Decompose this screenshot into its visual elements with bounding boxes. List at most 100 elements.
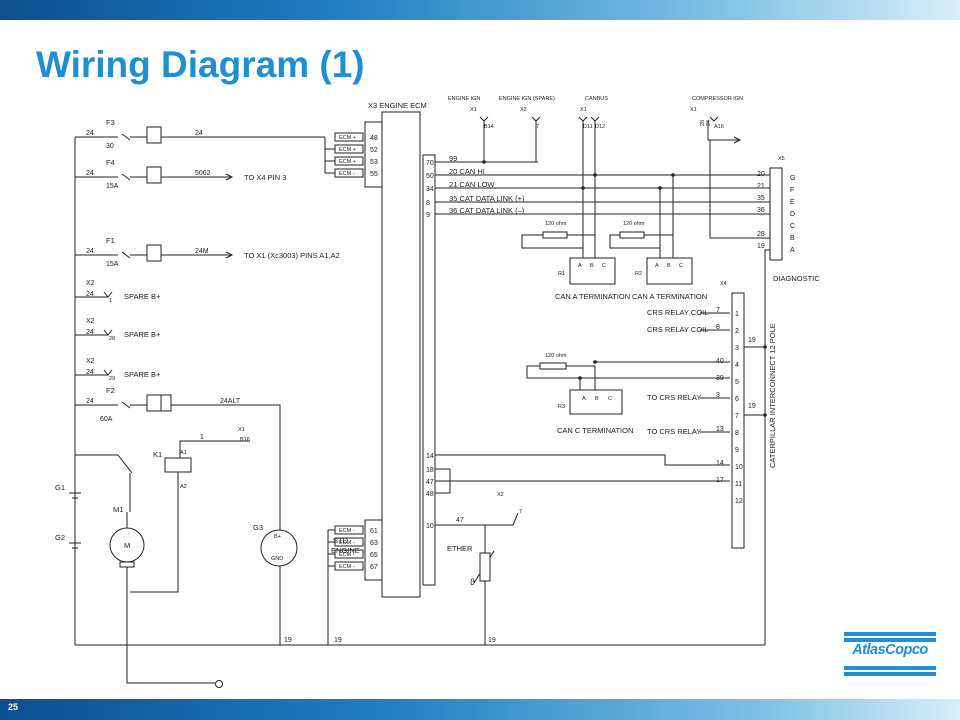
ecm-pin-number: 48 — [370, 135, 378, 142]
x4-pin: 5 — [735, 379, 739, 386]
term-wire — [644, 234, 674, 258]
ecm-pin-tag — [334, 525, 364, 535]
ecm-pin-tag — [334, 168, 364, 178]
term-pin: C — [679, 263, 683, 269]
fuse-rating: 30 — [106, 143, 114, 150]
ecm-pin-number: 53 — [370, 159, 378, 166]
motor-name: M1 — [113, 505, 123, 514]
junction-dot — [482, 160, 486, 164]
ecm-side-bar — [422, 154, 436, 586]
fuse-in-wire: 24 — [86, 398, 94, 405]
junction-dot — [593, 360, 597, 364]
diag-pin: C — [790, 223, 795, 230]
x4-pin: 2 — [735, 328, 739, 335]
x4-label: CATERPILLAR INTERCONNECT 12 POLE — [768, 323, 777, 468]
harness-pin-label: D11 — [583, 124, 593, 130]
x4-pin: 9 — [735, 447, 739, 454]
logo-stripe-top — [844, 632, 936, 636]
x4-pin: 12 — [735, 498, 743, 505]
term-ref: R2 — [635, 271, 642, 277]
spare-pin-no: 28 — [109, 336, 115, 342]
x4-wire: 40 — [716, 358, 724, 365]
fuse-in-wire: 24 — [86, 130, 94, 137]
x4-pin: 8 — [735, 430, 739, 437]
term-label: CAN C TERMINATION — [557, 426, 633, 435]
x4-connector — [731, 292, 745, 549]
term-label: CAN A TERMINATION — [555, 292, 630, 301]
spare-wire: 24 — [86, 329, 94, 336]
harness-num: 28 — [700, 120, 706, 126]
fuse-switch — [121, 133, 131, 141]
wire — [435, 469, 451, 494]
ecm-pin-label: ECM - — [339, 564, 355, 570]
diag-wire: 36 — [757, 207, 765, 214]
junction-dot — [763, 413, 767, 417]
ecm-right-wire: 21 CAN LOW — [449, 180, 495, 189]
ecm-pin-tag — [334, 561, 364, 571]
alternator-g3 — [260, 529, 298, 567]
ground-wire-label: 19 — [334, 637, 342, 644]
diag-wire: 35 — [757, 195, 765, 202]
x4-row-text: CRS RELAY COIL — [647, 325, 708, 334]
ecm-pin-number: 65 — [370, 552, 378, 559]
relay-wire — [179, 440, 250, 458]
fuse-box — [146, 166, 162, 184]
arrowhead — [733, 136, 742, 144]
x4-wire: 17 — [716, 477, 724, 484]
x4-row-text: TO CRS RELAY — [647, 427, 701, 436]
top-banner — [0, 0, 960, 20]
logo-stripe-bottom — [844, 666, 936, 670]
term-pin: A — [578, 263, 582, 269]
relay-contact — [117, 454, 133, 474]
resistor-label: 120 ohm — [545, 221, 567, 227]
resistor-label: 120 ohm — [623, 221, 645, 227]
ecm-pin-label: ECM - — [339, 540, 355, 546]
term-wire — [567, 234, 596, 258]
fuse-rating: 60A — [100, 416, 113, 423]
fuse-in-wire: 24 — [86, 170, 94, 177]
harness-x2: X2 — [520, 107, 527, 113]
term-pin: B — [590, 263, 594, 269]
junction-dot — [763, 345, 767, 349]
ecm-pin-number: 52 — [370, 147, 378, 154]
battery-g1: G1 — [55, 483, 65, 492]
ether-conn: X2 — [497, 492, 504, 498]
relay-a1: A1 — [180, 450, 187, 456]
motor-base — [119, 561, 135, 568]
ecm-right-wire: 36 CAT DATA LINK (–) — [449, 206, 525, 215]
harness-pin — [709, 116, 719, 122]
ecm-pin-number: 63 — [370, 540, 378, 547]
page-number: 25 — [8, 702, 19, 712]
fuse-box — [146, 394, 162, 412]
wire-14 — [435, 454, 730, 466]
harness-pin — [531, 116, 541, 122]
x4-wire: 3 — [716, 392, 720, 399]
spare-pin — [103, 291, 113, 298]
wire — [566, 365, 596, 390]
spare-wire: 24 — [86, 369, 94, 376]
relay-return — [130, 472, 179, 593]
diag-conn: X5 — [778, 156, 785, 162]
diag-wire: 20 — [757, 171, 765, 178]
ecm-pin-tag — [334, 132, 364, 142]
ecm-pin-label: ECM - — [339, 171, 355, 177]
spare-wire: 24 — [86, 291, 94, 298]
fuse-box — [146, 244, 162, 262]
termination-body — [646, 257, 693, 285]
fuse-out-wire: 5062 — [195, 170, 211, 177]
termination-body — [569, 389, 623, 415]
term-ref: R3 — [558, 404, 565, 410]
spare-pin-no: 1 — [109, 298, 112, 304]
relay-wire-label: 1 — [200, 434, 204, 441]
harness-pin — [590, 116, 600, 122]
relay-k1-coil — [164, 457, 192, 473]
logo-wordmark: AtlasCopco — [852, 642, 928, 658]
ecm-lower-pin: 14 — [426, 453, 434, 460]
earth-terminal — [215, 680, 223, 688]
bottom-banner: 25 — [0, 699, 960, 720]
term-wire — [609, 234, 661, 258]
harness-pin — [479, 116, 489, 122]
fuse-switch — [121, 401, 131, 409]
alternator-bplus: B+ — [274, 534, 281, 540]
